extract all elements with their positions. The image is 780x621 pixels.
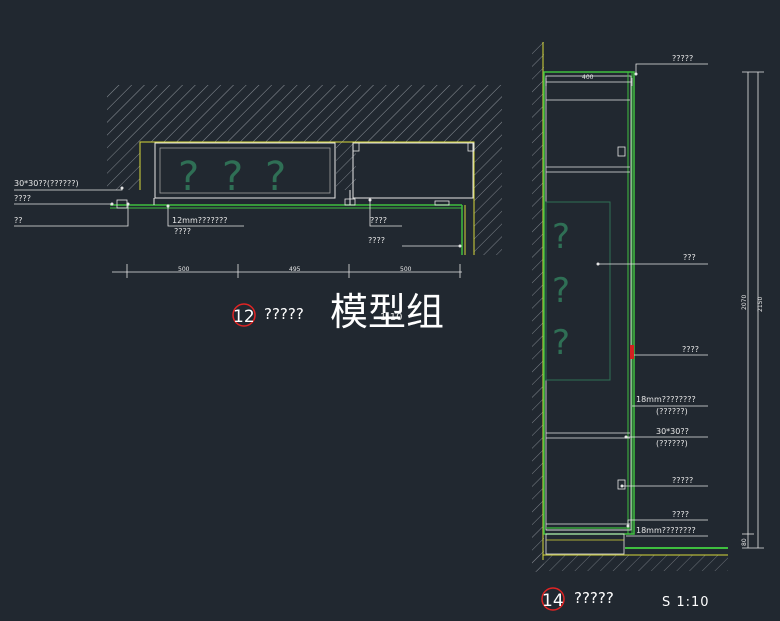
callout-14-panel-b: (??????) [656,407,688,416]
wall-hatch-14 [532,42,544,572]
callout-12-f: ???? [370,216,387,225]
dim-12-1: 500 [178,266,190,273]
dimension-line-12 [112,264,462,278]
floor-hatch-14 [532,555,728,571]
callout-14-glass: ??? [683,253,696,262]
watermark-text: 模型组 [330,290,444,334]
callout-14-base: ???? [672,510,689,519]
detail-14-section: ? ? ? 400 ????? ??? [532,42,764,611]
callout-14-panel-a: 18mm???????? [636,395,696,404]
handle-marker-14 [630,345,634,359]
callout-14-hinge: ????? [672,476,693,485]
dim-12-3: 500 [400,266,412,273]
callout-12-panel: 12mm??????? [172,216,228,225]
detail-number-circle-12 [232,303,256,327]
dimension-line-14 [742,71,764,549]
detail-scale-12: 1:10 [380,312,402,323]
callout-14-bottom-panel: 18mm???????? [636,526,696,535]
detail-number-12: 12 [233,307,255,327]
glass-mark-14-3: ? [552,323,570,363]
callout-12-b: ???? [14,194,31,203]
detail-scale-14: S 1:10 [662,595,710,610]
detail-12-plan: ? ? ? 30*30??(??????) ???? ?? 12mm??? [14,85,502,327]
dim-12-2: 495 [289,266,301,273]
callout-12-bracket: 30*30??(??????) [14,179,79,188]
glass-mark-1: ? [178,154,199,200]
detail-number-14: 14 [542,591,564,611]
callout-12-e: ???? [174,227,191,236]
dim-14-total: 2150 [757,297,764,312]
cabinet-left-12 [154,142,336,199]
callout-12-c: ?? [14,216,23,225]
detail-title-14: ????? [574,589,614,607]
dim-14-inner: 2070 [741,295,748,310]
detail-number-circle-14 [541,587,565,611]
wall-outline-12 [139,141,475,255]
callout-14-bracket-b: (??????) [656,439,688,448]
dim-14-width: 400 [582,74,594,81]
callout-14-bracket-a: 30*30?? [656,427,689,436]
callout-14-handle: ???? [682,345,699,354]
cabinet-right-12 [352,142,474,199]
detail-title-12: ????? [264,305,304,323]
glass-mark-14-1: ? [552,217,570,257]
callout-12-g: ???? [368,236,385,245]
dim-14-base: 80 [741,538,748,546]
glass-mark-2: ? [222,154,243,200]
glass-panel-14 [545,201,611,381]
glass-mark-3: ? [265,154,286,200]
glass-mark-14-2: ? [552,271,570,311]
callout-14-top: ????? [672,54,693,63]
